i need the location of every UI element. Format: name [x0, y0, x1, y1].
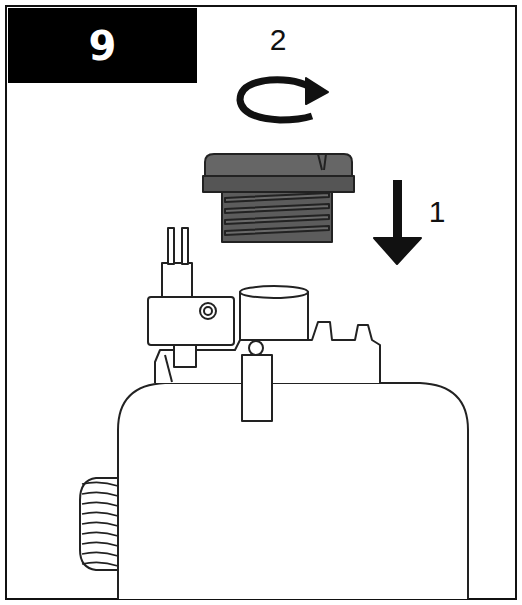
valve-top [162, 263, 192, 297]
thread-line [82, 492, 118, 496]
cap-thread [225, 193, 329, 235]
callout-number: 1 [429, 197, 446, 227]
thread-line [82, 552, 118, 556]
thread-ridge [225, 215, 329, 224]
thread-ridge [225, 193, 329, 202]
thread-line [82, 542, 118, 546]
down-arrow-shaft [393, 180, 402, 244]
tank-body [118, 383, 468, 599]
cap-notch [318, 154, 326, 170]
rotation-arrowhead [306, 78, 328, 104]
clip [242, 355, 272, 421]
valve-body [148, 297, 234, 345]
valve-screw [204, 307, 212, 315]
side-port [80, 478, 118, 570]
neck-rim [240, 286, 308, 298]
thread-line [82, 532, 118, 536]
step-number-box: 9 [8, 8, 197, 83]
cap-flange [203, 176, 354, 192]
thread-ridge [225, 226, 329, 235]
valve-wire [165, 355, 172, 382]
step-number: 9 [89, 26, 117, 66]
down-arrowhead [374, 238, 421, 264]
thread-line [82, 482, 118, 486]
thread-line [82, 512, 118, 516]
thread-ridge [225, 204, 329, 213]
valve-pin [182, 228, 188, 264]
thread-line [82, 502, 118, 506]
callout-number: 2 [270, 25, 287, 55]
neck [240, 292, 308, 340]
thread-line [82, 562, 118, 566]
clip-screw [249, 341, 263, 355]
valve-pin [168, 228, 174, 264]
valve-stem [174, 345, 196, 367]
valve-screw [200, 303, 216, 319]
cap-thread-body [222, 192, 332, 242]
port-thread [82, 482, 118, 566]
thread-line [82, 522, 118, 526]
